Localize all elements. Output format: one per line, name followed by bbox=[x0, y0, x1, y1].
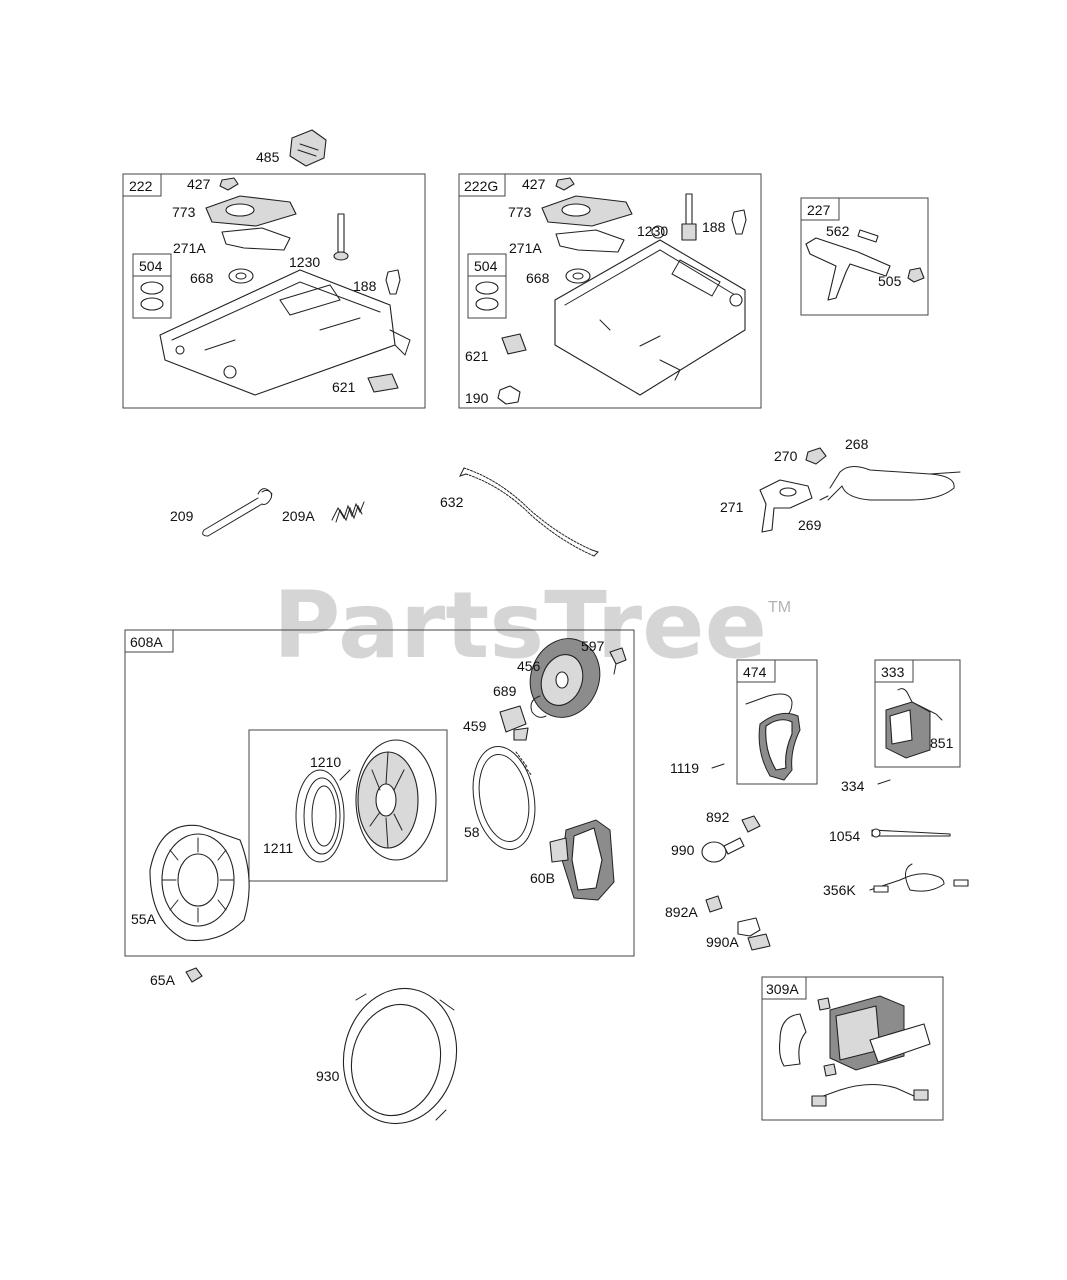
part-label-427-a[interactable]: 427 bbox=[187, 176, 211, 192]
part-334-drawing bbox=[877, 779, 891, 785]
group-474-frame bbox=[736, 659, 818, 785]
part-label-190-b[interactable]: 190 bbox=[465, 390, 489, 406]
group-222: 222 504 bbox=[122, 173, 426, 409]
group-label-309A[interactable]: 309A bbox=[766, 981, 799, 997]
part-456-drawing bbox=[529, 638, 601, 718]
part-1210-drawing bbox=[355, 739, 437, 861]
part-label-1119[interactable]: 1119 bbox=[670, 760, 699, 776]
group-333-frame bbox=[874, 659, 961, 768]
part-label-356K[interactable]: 356K bbox=[823, 882, 856, 898]
group-222G-frame bbox=[458, 173, 762, 409]
part-label-1054[interactable]: 1054 bbox=[829, 828, 860, 844]
part-label-621-a[interactable]: 621 bbox=[332, 379, 356, 395]
group-222G-tag bbox=[458, 173, 506, 197]
group-label-504-b[interactable]: 504 bbox=[474, 258, 498, 274]
part-label-851[interactable]: 851 bbox=[930, 735, 954, 751]
group-label-227[interactable]: 227 bbox=[807, 202, 831, 218]
part-label-485[interactable]: 485 bbox=[256, 149, 280, 165]
part-label-1210[interactable]: 1210 bbox=[310, 754, 341, 770]
part-60B-drawing bbox=[549, 819, 615, 901]
part-label-456[interactable]: 456 bbox=[517, 658, 541, 674]
part-label-427-b[interactable]: 427 bbox=[522, 176, 546, 192]
part-label-271A-b[interactable]: 271A bbox=[509, 240, 542, 256]
part-485-drawing bbox=[289, 129, 327, 167]
group-504-a-tag bbox=[132, 253, 172, 277]
part-label-892[interactable]: 892 bbox=[706, 809, 730, 825]
part-label-632[interactable]: 632 bbox=[440, 494, 464, 510]
part-55A-drawing bbox=[149, 824, 250, 942]
part-65A-drawing bbox=[185, 967, 203, 983]
group-333: 333 bbox=[874, 659, 961, 768]
group-label-608A[interactable]: 608A bbox=[130, 634, 163, 650]
part-label-930[interactable]: 930 bbox=[316, 1068, 340, 1084]
group-label-222G[interactable]: 222G bbox=[464, 178, 498, 194]
part-271-268-drawing bbox=[759, 447, 961, 533]
part-label-668-a[interactable]: 668 bbox=[190, 270, 214, 286]
part-label-188-a[interactable]: 188 bbox=[353, 278, 377, 294]
part-209-drawing bbox=[202, 488, 273, 537]
part-label-55A[interactable]: 55A bbox=[131, 911, 157, 927]
group-227: 227 bbox=[800, 197, 929, 316]
part-label-334[interactable]: 334 bbox=[841, 778, 865, 794]
part-label-1230-a[interactable]: 1230 bbox=[289, 254, 320, 270]
watermark-trademark: TM bbox=[768, 599, 791, 616]
part-209A-drawing bbox=[331, 501, 365, 523]
part-label-621-b[interactable]: 621 bbox=[465, 348, 489, 364]
group-label-222[interactable]: 222 bbox=[129, 178, 153, 194]
part-label-268[interactable]: 268 bbox=[845, 436, 869, 452]
part-label-209A[interactable]: 209A bbox=[282, 508, 315, 524]
part-label-990A[interactable]: 990A bbox=[706, 934, 739, 950]
group-333-tag bbox=[874, 659, 914, 683]
part-label-459[interactable]: 459 bbox=[463, 718, 487, 734]
group-label-333[interactable]: 333 bbox=[881, 664, 905, 680]
part-58-drawing bbox=[472, 746, 536, 850]
part-label-209[interactable]: 209 bbox=[170, 508, 194, 524]
base-plate-222G bbox=[554, 239, 746, 396]
group-309A: 309A bbox=[761, 976, 944, 1121]
part-label-58[interactable]: 58 bbox=[464, 824, 480, 840]
part-label-269[interactable]: 269 bbox=[798, 517, 822, 533]
watermark-brand: PartsTree bbox=[273, 572, 767, 679]
group-474: 474 bbox=[736, 659, 818, 785]
part-label-271A-a[interactable]: 271A bbox=[173, 240, 206, 256]
part-label-689[interactable]: 689 bbox=[493, 683, 517, 699]
part-label-270[interactable]: 270 bbox=[774, 448, 798, 464]
group-608A: 608A bbox=[124, 629, 635, 957]
group-label-474[interactable]: 474 bbox=[743, 664, 767, 680]
part-label-597[interactable]: 597 bbox=[581, 638, 605, 654]
group-label-504-a[interactable]: 504 bbox=[139, 258, 163, 274]
group-222-frame bbox=[122, 173, 426, 409]
part-label-188-b[interactable]: 188 bbox=[702, 219, 726, 235]
part-label-505[interactable]: 505 bbox=[878, 273, 902, 289]
group-608A-inner-frame bbox=[248, 729, 448, 882]
part-label-892A[interactable]: 892A bbox=[665, 904, 698, 920]
part-label-1230-b[interactable]: 1230 bbox=[637, 223, 668, 239]
part-label-990[interactable]: 990 bbox=[671, 842, 695, 858]
group-222G: 222G 504 bbox=[458, 173, 762, 409]
part-label-60B[interactable]: 60B bbox=[530, 870, 555, 886]
part-label-668-b[interactable]: 668 bbox=[526, 270, 550, 286]
group-227-frame bbox=[800, 197, 929, 316]
group-608A-frame bbox=[124, 629, 635, 957]
part-930-drawing bbox=[342, 987, 458, 1125]
part-label-773-a[interactable]: 773 bbox=[172, 204, 196, 220]
group-222-tag bbox=[122, 173, 162, 197]
part-632-drawing bbox=[459, 467, 599, 557]
part-label-271[interactable]: 271 bbox=[720, 499, 744, 515]
group-474-tag bbox=[736, 659, 776, 683]
part-label-65A[interactable]: 65A bbox=[150, 972, 176, 988]
part-1211-drawing bbox=[295, 769, 351, 863]
part-1054-356K-drawing bbox=[869, 828, 969, 893]
part-1119-drawing bbox=[711, 763, 725, 769]
group-608A-tag bbox=[124, 629, 174, 653]
part-label-1211[interactable]: 1211 bbox=[263, 840, 293, 856]
group-227-tag bbox=[800, 197, 840, 221]
part-label-773-b[interactable]: 773 bbox=[508, 204, 532, 220]
group-309A-tag bbox=[761, 976, 807, 1000]
group-504-b-tag bbox=[467, 253, 507, 277]
part-label-562[interactable]: 562 bbox=[826, 223, 850, 239]
part-892-990-drawing bbox=[701, 815, 771, 951]
group-309A-frame bbox=[761, 976, 944, 1121]
